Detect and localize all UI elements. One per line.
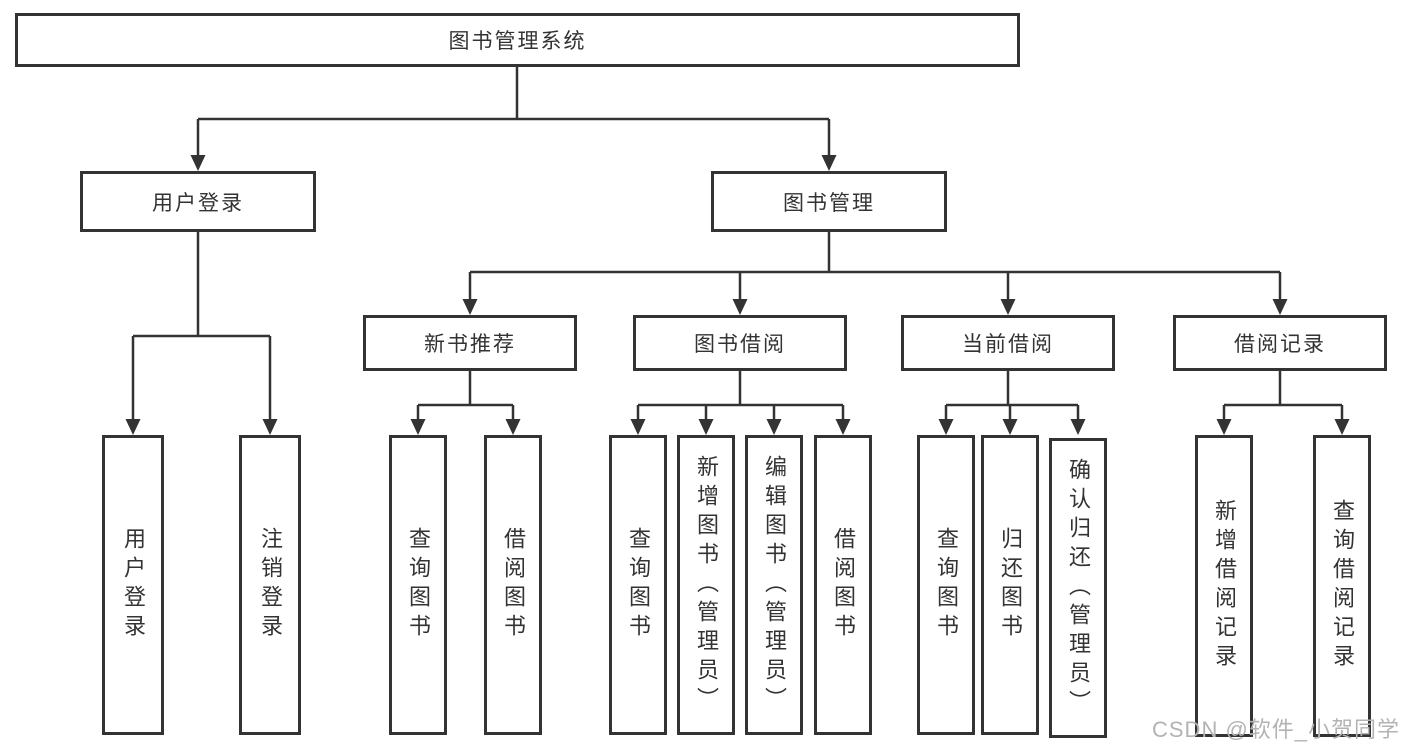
leaf-borrow-books: 借阅图书 [814, 435, 872, 735]
arrowhead-icons [125, 155, 1350, 435]
leaf-add-borrow-record: 新增借阅记录 [1195, 435, 1253, 737]
node-borrow-records: 借阅记录 [1173, 315, 1387, 371]
node-new-book-recommend: 新书推荐 [363, 315, 577, 371]
leaf-query-borrow-record: 查询借阅记录 [1313, 435, 1371, 737]
watermark-text: CSDN @软件_小贺同学 [1152, 717, 1401, 742]
leaf-confirm-return-admin: 确认归还（管理员） [1049, 438, 1107, 738]
leaf-borrow-query-books: 查询图书 [609, 435, 667, 735]
leaf-edit-books-admin: 编辑图书（管理员） [745, 435, 803, 735]
leaf-current-query-books: 查询图书 [917, 435, 975, 735]
leaf-recommend-borrow-books: 借阅图书 [484, 435, 542, 735]
leaf-logout: 注销登录 [239, 435, 301, 735]
leaf-return-books: 归还图书 [981, 435, 1039, 735]
leaf-add-books-admin: 新增图书（管理员） [677, 435, 735, 735]
node-root: 图书管理系统 [15, 13, 1020, 67]
node-book-borrow: 图书借阅 [633, 315, 847, 371]
leaf-user-login: 用户登录 [102, 435, 164, 735]
node-current-borrow: 当前借阅 [901, 315, 1115, 371]
node-user-login: 用户登录 [80, 171, 316, 232]
node-book-management: 图书管理 [711, 171, 947, 232]
leaf-recommend-query-books: 查询图书 [389, 435, 447, 735]
